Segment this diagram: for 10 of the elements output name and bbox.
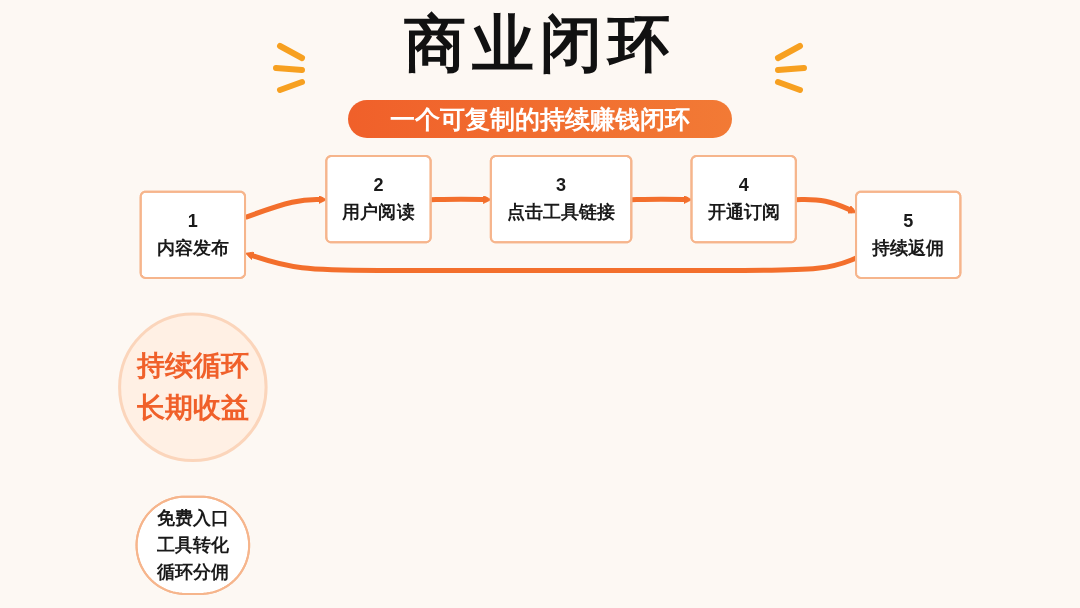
title: 商业闭环 [404,8,676,80]
feature-band: 免费入口 工具转化 循环分佣 [135,495,251,595]
cycle-arrow [796,197,857,214]
step-card: 4 开通订阅 [690,155,797,244]
step-card: 3 点击工具链接 [489,155,633,244]
step-card: 1 内容发布 [139,190,247,279]
subtitle-banner: 一个可复制的持续赚钱闭环 [348,100,732,138]
hub-circle: 持续循环长期收益 [118,312,268,463]
step-card: 2 用户阅读 [325,155,432,244]
step-card: 5 持续返佣 [855,190,962,279]
